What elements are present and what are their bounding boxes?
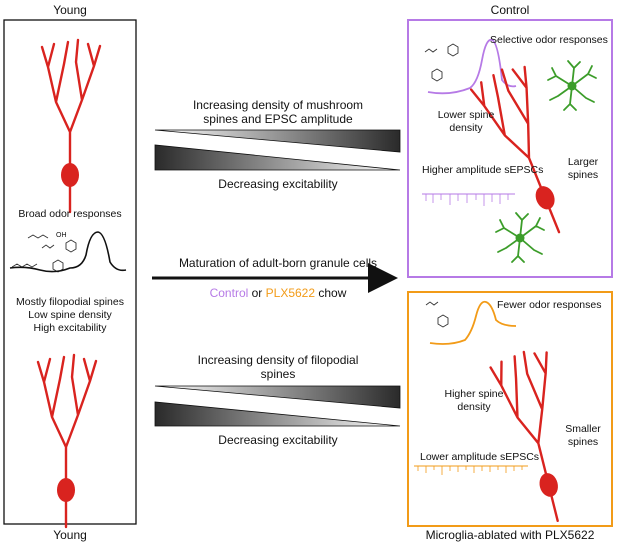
title-left-top: Young (53, 3, 87, 17)
title-plx: Microglia-ablated with PLX5622 (425, 528, 595, 542)
wedge-decreasing-excitability-top (154, 144, 401, 171)
higher-amplitude-sepscs: Higher amplitude sEPSCs (422, 164, 544, 176)
chow-suffix: chow (318, 286, 347, 300)
lower-amplitude-sepscs: Lower amplitude sEPSCs (420, 451, 540, 463)
control-odor-molecules (424, 43, 459, 82)
label-maturation: Maturation of adult-born granule cells (178, 256, 378, 270)
label-decreasing-excitability-bottom: Decreasing excitability (218, 433, 338, 447)
label-increasing-filopodial-2: spines (260, 367, 296, 381)
trait-low-density: Low spine density (28, 309, 112, 321)
wedge-increasing-mushroom (154, 129, 401, 153)
control-odor-trace (427, 38, 517, 95)
chow-line: Control or PLX5622 chow (140, 286, 416, 300)
chow-plx: PLX5622 (265, 286, 316, 300)
control-sepsc-events (425, 194, 509, 206)
title-left-bottom: Young (53, 528, 87, 542)
lower-spine-density-1: Lower spine (437, 109, 495, 121)
microglia-top (547, 60, 597, 111)
broad-odor-responses: Broad odor responses (18, 208, 122, 220)
lower-spine-density-2: density (449, 122, 483, 134)
larger-spines-1: Larger (567, 156, 599, 168)
chow-or: or (251, 286, 263, 300)
plx-panel (407, 291, 613, 527)
chow-control: Control (209, 286, 249, 300)
plx-odor-molecules (425, 301, 449, 328)
plx-sepsc-events (417, 466, 523, 475)
wedge-decreasing-excitability-bottom (154, 401, 401, 427)
selective-odor-responses: Selective odor responses (490, 34, 608, 46)
trait-filopodial: Mostly filopodial spines (16, 296, 124, 308)
left-odor-response-trace (9, 231, 127, 273)
plx-odor-trace (429, 300, 517, 345)
chem-label-oh: OH (56, 232, 67, 239)
left-odor-molecules (11, 234, 77, 273)
smaller-spines-1: Smaller (565, 423, 601, 435)
left-young-panel (3, 19, 137, 525)
label-increasing-mushroom-1: Increasing density of mushroom (192, 98, 364, 112)
control-panel (407, 19, 613, 278)
label-increasing-mushroom-2: spines and EPSC amplitude (203, 112, 353, 126)
microglia-bottom (495, 212, 545, 263)
label-decreasing-excitability-top: Decreasing excitability (218, 177, 338, 191)
young-neuron-top (40, 38, 102, 214)
title-control: Control (490, 3, 530, 17)
young-neuron-bottom (36, 353, 98, 529)
smaller-spines-2: spines (567, 436, 599, 448)
fewer-odor-responses: Fewer odor responses (497, 299, 602, 311)
higher-spine-density-2: density (457, 401, 491, 413)
trait-high-excitability: High excitability (33, 322, 107, 334)
higher-spine-density-1: Higher spine (444, 388, 504, 400)
wedge-increasing-filopodial (154, 385, 401, 409)
label-increasing-filopodial-1: Increasing density of filopodial (197, 353, 359, 367)
larger-spines-2: spines (567, 169, 599, 181)
